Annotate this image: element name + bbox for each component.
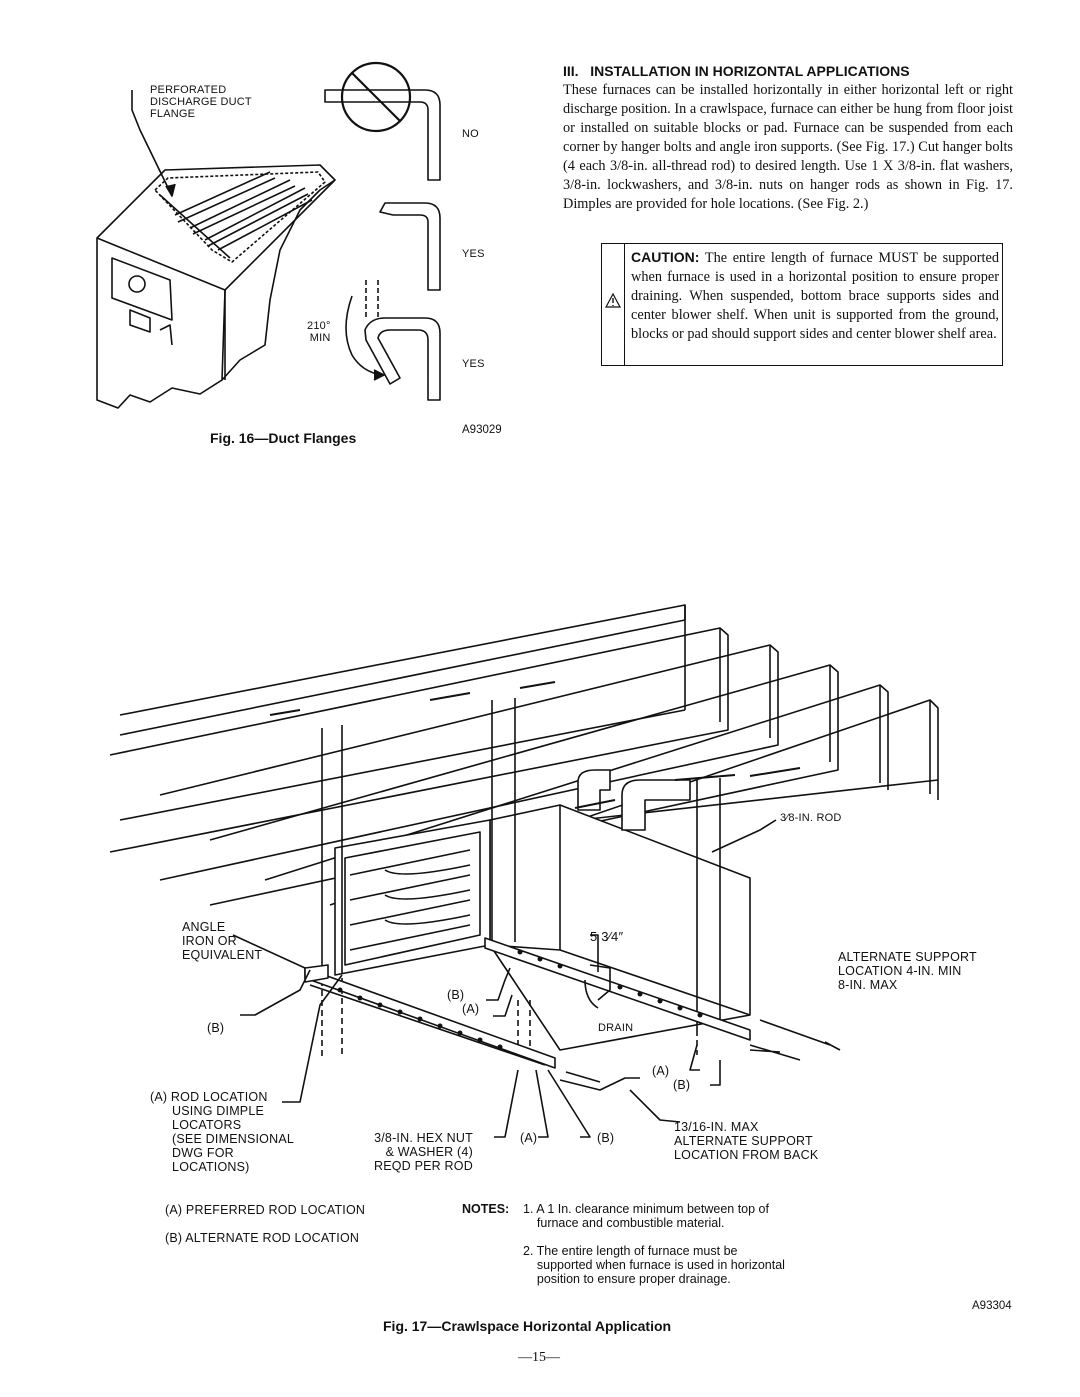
caution-title: CAUTION:	[631, 249, 700, 265]
hex-nut-label: 3/8-IN. HEX NUT & WASHER (4) REQD PER RO…	[374, 1131, 473, 1173]
alt-support-label: ALTERNATE SUPPORT LOCATION 4-IN. MIN 8-I…	[838, 950, 977, 992]
no-label: NO	[462, 128, 479, 140]
b-mid-label: (B)	[447, 988, 465, 1002]
angle-iron-label: ANGLE IRON OR EQUIVALENT	[182, 920, 263, 962]
b-bottom-label: (B)	[597, 1131, 615, 1145]
a-bottom-label: (A)	[520, 1131, 538, 1145]
rod-label: 3⁄8-IN. ROD	[780, 812, 842, 824]
caution-icon-column	[602, 244, 625, 365]
page-number: —15—	[518, 1350, 560, 1365]
b-left-label: (B)	[207, 1021, 225, 1035]
warning-triangle-icon	[604, 292, 622, 308]
fig16-code: A93029	[462, 424, 502, 436]
caution-box: CAUTION: The entire length of furnace MU…	[601, 243, 1003, 366]
fig17-caption: Fig. 17—Crawlspace Horizontal Applicatio…	[383, 1318, 672, 1334]
fig16-caption: Fig. 16—Duct Flanges	[210, 430, 357, 446]
yes-label-2: YES	[462, 358, 485, 370]
legend-b: (B) ALTERNATE ROD LOCATION	[165, 1231, 360, 1245]
drain-label: DRAIN	[598, 1022, 634, 1034]
section-heading: III. INSTALLATION IN HORIZONTAL APPLICAT…	[563, 63, 910, 79]
flange-label: PERFORATED DISCHARGE DUCT FLANGE	[150, 84, 252, 120]
yes-label-1: YES	[462, 248, 485, 260]
section-body: These furnaces can be installed horizont…	[563, 82, 1013, 212]
note-2: 2. The entire length of furnace must be …	[523, 1244, 785, 1286]
dim-label: 5 3⁄4″	[590, 929, 624, 944]
fig17-code: A93304	[972, 1300, 1012, 1312]
rod-location-label: (A) ROD LOCATION USING DIMPLE LOCATORS (…	[150, 1090, 295, 1174]
angle-label: 210° MIN	[307, 320, 331, 344]
a-right-label: (A)	[652, 1064, 670, 1078]
legend-a: (A) PREFERRED ROD LOCATION	[165, 1203, 366, 1217]
a-mid-label: (A)	[462, 1002, 480, 1016]
notes-label: NOTES:	[462, 1202, 510, 1216]
note-1: 1. A 1 In. clearance minimum between top…	[523, 1202, 769, 1230]
b-right-label: (B)	[673, 1078, 691, 1092]
caution-text: The entire length of furnace MUST be sup…	[631, 250, 999, 342]
max-label: 13/16-IN. MAX ALTERNATE SUPPORT LOCATION…	[674, 1120, 819, 1162]
